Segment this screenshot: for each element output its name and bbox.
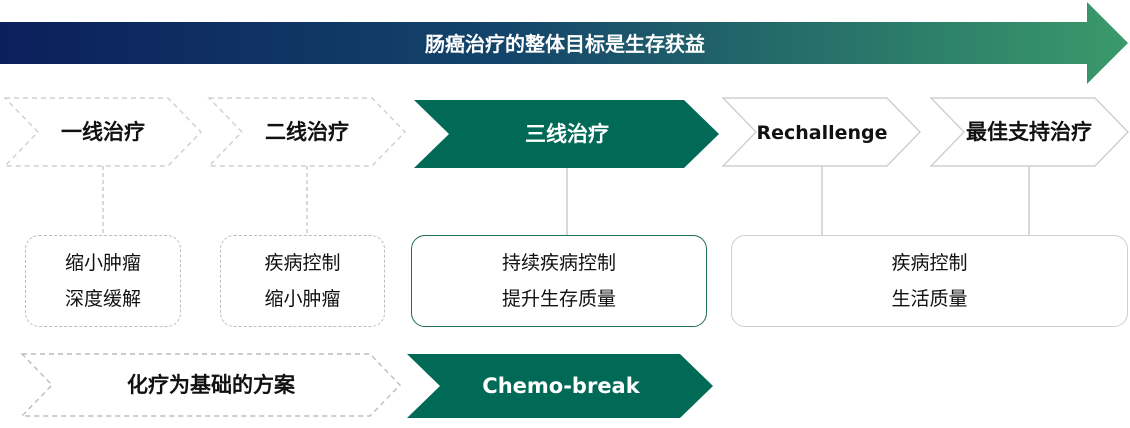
chevron-first-line: [3, 97, 202, 167]
chevron-chemo-based: [20, 353, 401, 417]
goal-text: 持续疾病控制: [501, 252, 616, 274]
chevron-second-line-label: 二线治疗: [265, 120, 349, 144]
chevron-third-line-label: 三线治疗: [525, 122, 609, 146]
chevron-rechallenge-label: Rechallenge: [756, 122, 887, 144]
goal-box-first-line: 缩小肿瘤 深度缓解: [25, 235, 181, 327]
goal-text: 深度缓解: [64, 288, 141, 310]
goal-box-second-line: 疾病控制 缩小肿瘤: [220, 235, 385, 327]
chevron-chemo-break: [407, 354, 713, 418]
chevron-rechallenge: [721, 97, 921, 167]
chevron-third-line: [414, 100, 719, 168]
chevron-second-line: [207, 97, 406, 167]
chevron-first-line-label: 一线治疗: [61, 120, 145, 144]
chevron-best-supportive: [929, 97, 1129, 167]
goal-text: 提升生存质量: [501, 288, 616, 310]
chevron-chemo-break-label: Chemo-break: [482, 374, 640, 398]
goal-text: 缩小肿瘤: [264, 288, 341, 310]
goal-banner-arrow: [0, 2, 1128, 84]
goal-text: 疾病控制: [891, 252, 968, 274]
goal-text: 生活质量: [891, 288, 968, 310]
goal-text: 疾病控制: [264, 252, 341, 274]
goal-text: 缩小肿瘤: [64, 252, 141, 274]
goal-box-third-line: 持续疾病控制 提升生存质量: [411, 235, 707, 327]
goal-box-later-lines: 疾病控制 生活质量: [731, 235, 1128, 327]
chevron-chemo-based-label: 化疗为基础的方案: [127, 373, 296, 397]
goal-banner-title: 肠癌治疗的整体目标是生存获益: [425, 32, 705, 56]
chevron-best-supportive-label: 最佳支持治疗: [966, 120, 1092, 144]
